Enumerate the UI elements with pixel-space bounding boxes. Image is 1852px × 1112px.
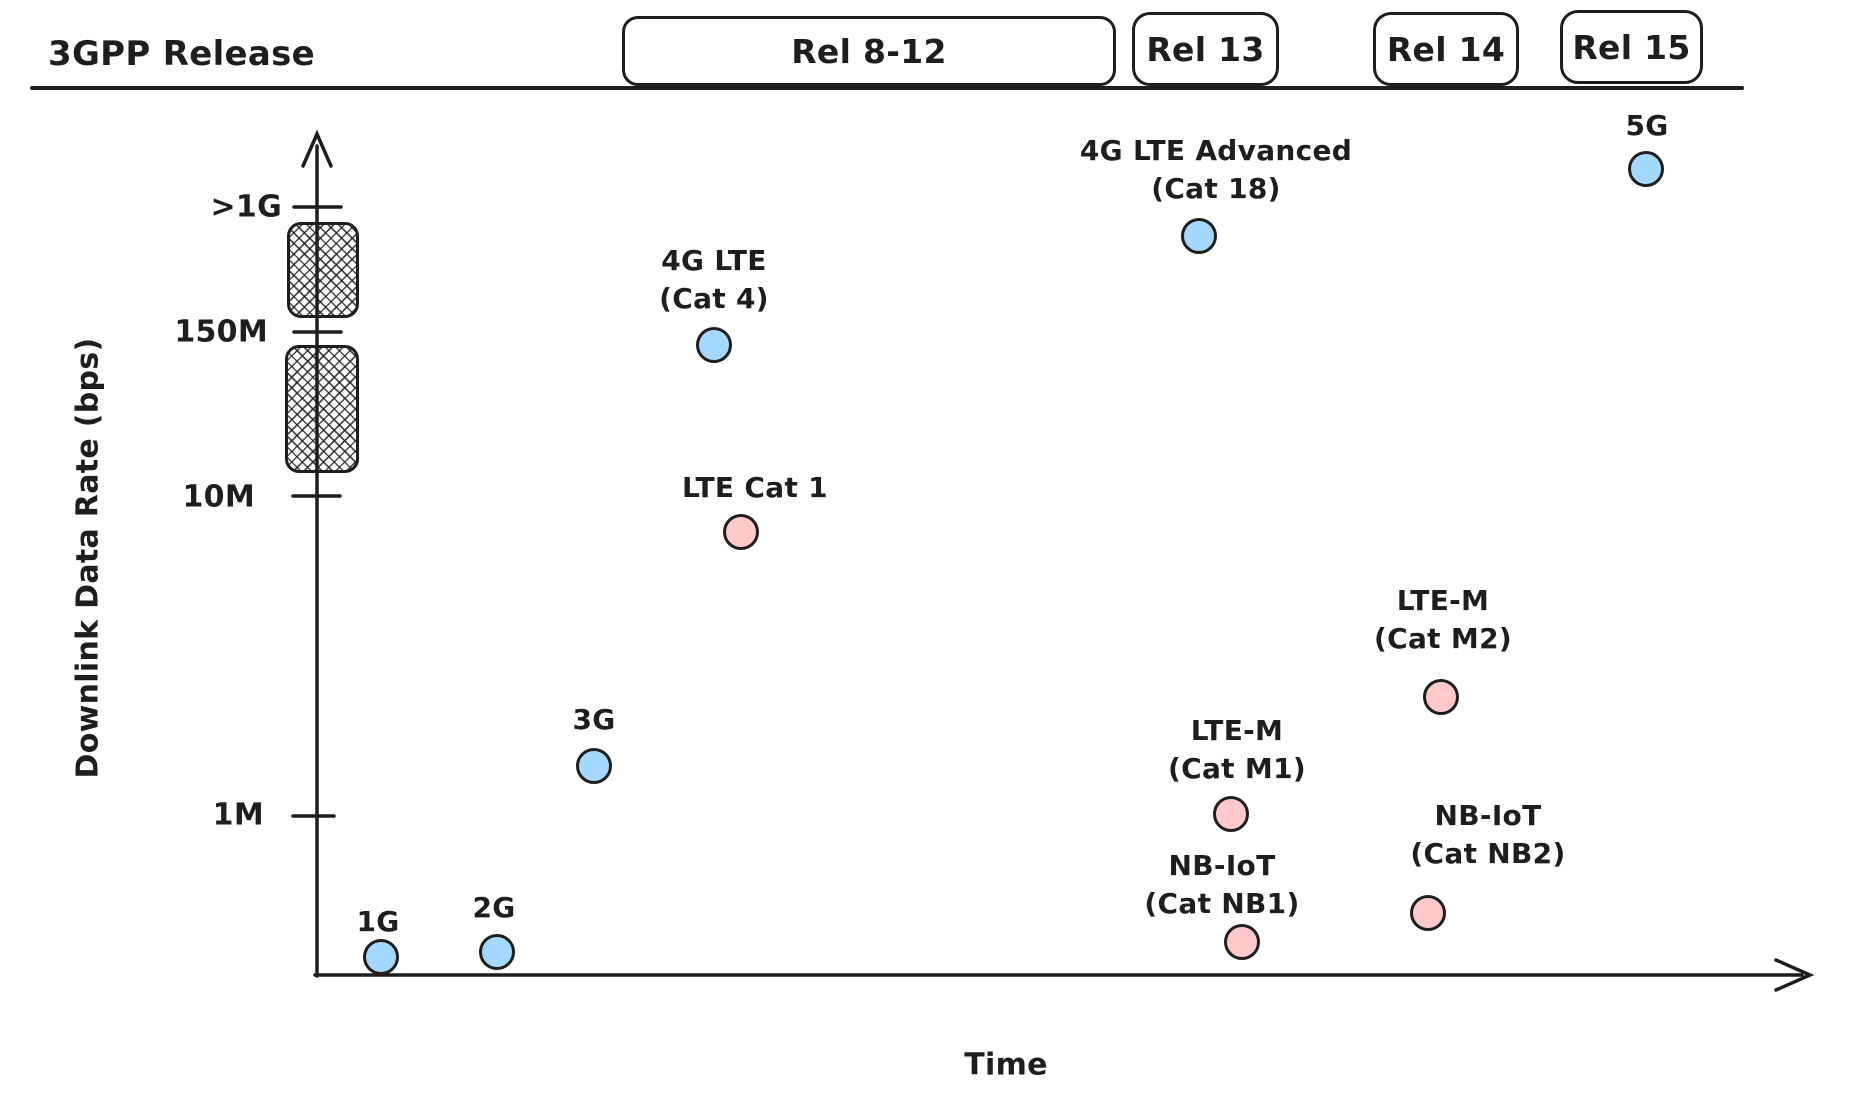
- point-label-3g: 3G: [572, 703, 616, 736]
- point-label-4g-lte-advanced-cat18: 4G LTE Advanced (Cat 18): [1079, 134, 1353, 205]
- y-tick-label-10m: 10M: [182, 479, 255, 515]
- axis-break-upper: [287, 222, 359, 318]
- data-point-nbiot-cat-nb1: [1224, 924, 1260, 960]
- x-axis-label: Time: [964, 1047, 1048, 1083]
- data-point-5g: [1628, 151, 1664, 187]
- data-point-nbiot-cat-nb2: [1410, 895, 1446, 931]
- release-box-label: Rel 14: [1386, 29, 1506, 69]
- header-divider-line: [30, 86, 1744, 90]
- y-tick-label-150m: 150M: [174, 314, 268, 350]
- data-point-2g: [479, 934, 515, 970]
- release-box-rel-15: Rel 15: [1560, 10, 1703, 84]
- release-box-label: Rel 8-12: [791, 31, 947, 71]
- x-axis-arrow-icon: [1774, 958, 1815, 992]
- y-axis-label: Downlink Data Rate (bps): [70, 337, 106, 779]
- release-box-label: Rel 15: [1572, 27, 1691, 67]
- release-box-rel-14: Rel 14: [1373, 12, 1519, 86]
- data-point-lte-cat1: [723, 514, 759, 550]
- point-label-2g: 2G: [472, 891, 516, 924]
- chart-title: 3GPP Release: [48, 34, 316, 74]
- point-label-4g-lte-cat4: 4G LTE (Cat 4): [659, 244, 769, 315]
- point-label-ltem-cat-m1: LTE-M (Cat M1): [1168, 714, 1306, 785]
- data-point-ltem-cat-m1: [1213, 796, 1249, 832]
- data-point-ltem-cat-m2: [1423, 679, 1459, 715]
- release-box-label: Rel 13: [1146, 29, 1265, 69]
- point-label-nbiot-cat-nb1: NB-IoT (Cat NB1): [1144, 849, 1300, 920]
- data-point-1g: [363, 939, 399, 975]
- point-label-ltem-cat-m2: LTE-M (Cat M2): [1374, 584, 1512, 655]
- point-label-1g: 1G: [356, 905, 400, 938]
- data-point-4g-lte-advanced-cat18: [1181, 218, 1217, 254]
- y-tick-label-gt1g: >1G: [210, 189, 282, 225]
- y-tick-label-1m: 1M: [212, 797, 264, 833]
- point-label-nbiot-cat-nb2: NB-IoT (Cat NB2): [1410, 799, 1566, 870]
- point-label-5g: 5G: [1625, 109, 1669, 142]
- axis-break-lower: [285, 345, 359, 473]
- data-point-4g-lte-cat4: [696, 327, 732, 363]
- point-label-lte-cat1: LTE Cat 1: [682, 471, 828, 504]
- release-box-rel-13: Rel 13: [1132, 12, 1279, 86]
- data-point-3g: [576, 748, 612, 784]
- release-box-rel-8-12: Rel 8-12: [622, 16, 1116, 86]
- y-axis-arrow-icon: [301, 129, 333, 168]
